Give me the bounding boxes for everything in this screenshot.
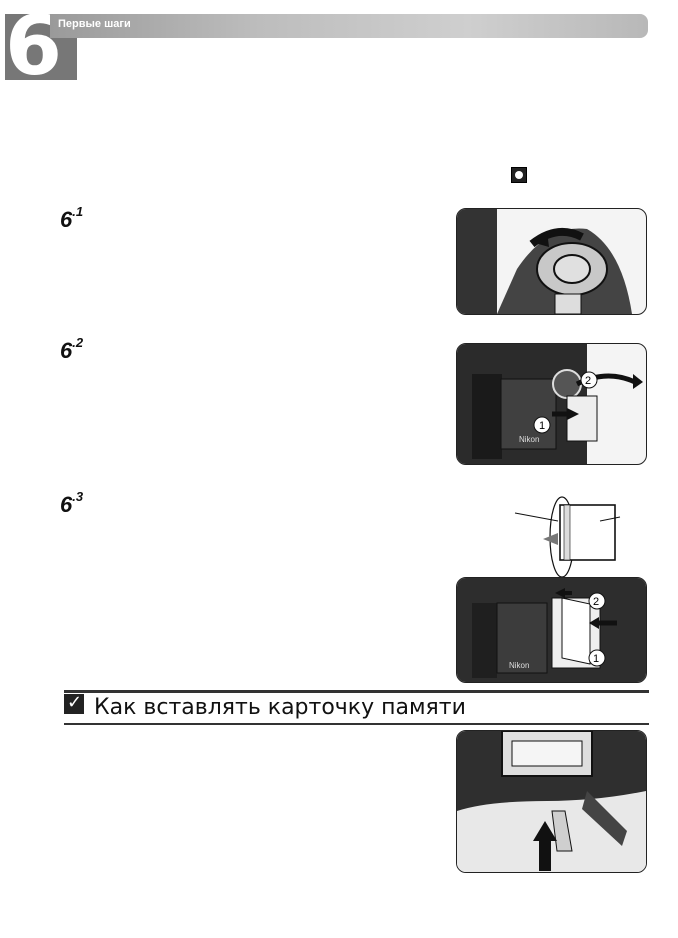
memory-card-diagram — [514, 496, 621, 578]
photo-card-eject — [456, 730, 647, 873]
svg-text:Nikon: Nikon — [519, 435, 539, 444]
step-base: 6 — [60, 207, 73, 232]
tip-title-bar — [64, 690, 649, 725]
photo-label-2: 2 — [585, 375, 591, 387]
nikon-icon — [511, 167, 527, 183]
tip-title: Как вставлять карточку памяти — [94, 695, 466, 720]
photo-label-1: 1 — [593, 653, 599, 665]
photo-label-2: 2 — [593, 596, 599, 608]
step-sup: .3 — [72, 489, 84, 504]
photo-card-slot-open: Nikon 1 2 — [456, 343, 647, 465]
step-base: 6 — [60, 338, 73, 363]
header-bar — [50, 14, 648, 38]
section-title: Первые шаги — [58, 18, 131, 30]
step-sup: .2 — [72, 335, 84, 350]
photo-label-1: 1 — [539, 420, 545, 432]
step-label-1: 6.1 — [60, 205, 83, 231]
photo-insert-card: 2 1 Nikon — [456, 577, 647, 683]
svg-text:Nikon: Nikon — [509, 661, 529, 670]
photo-mode-dial — [456, 208, 647, 315]
step-sup: .1 — [72, 204, 84, 219]
step-label-3: 6.3 — [60, 490, 83, 516]
step-label-2: 6.2 — [60, 336, 83, 362]
checkmark-icon: ✓ — [64, 692, 84, 714]
step-base: 6 — [60, 492, 73, 517]
